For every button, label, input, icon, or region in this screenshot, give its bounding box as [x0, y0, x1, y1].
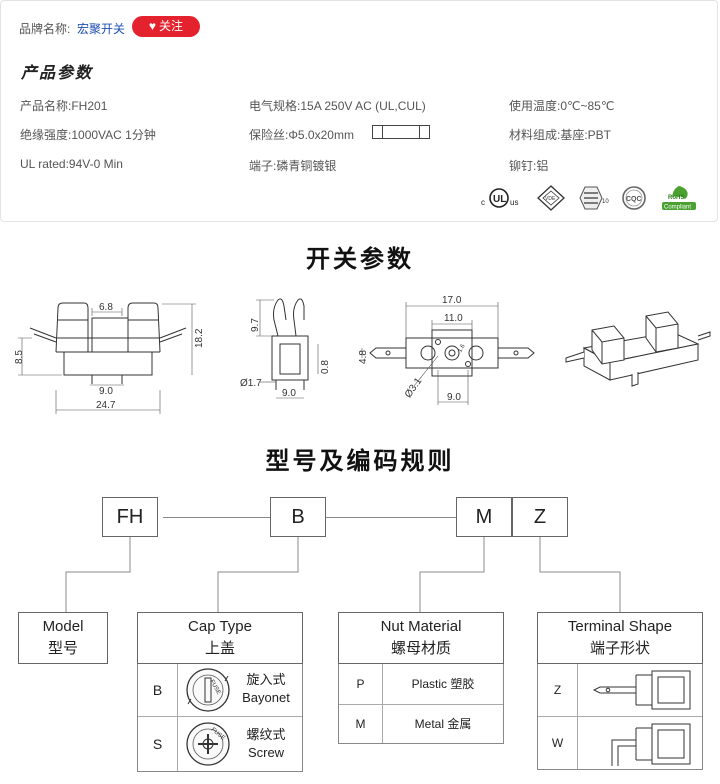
category-model-zh: 型号: [47, 640, 78, 657]
params-title: 产品参数: [21, 63, 94, 82]
svg-text:9.0: 9.0: [99, 386, 113, 397]
nut-option-label: Metal 金属: [414, 717, 472, 731]
terminal-options-table: Z W: [537, 664, 703, 770]
brand-name-link[interactable]: 宏聚开关: [77, 22, 126, 36]
svg-text:0.8: 0.8: [320, 360, 331, 374]
side-view-drawing: 9.7 0.8 Ø1.7 9.0: [240, 298, 331, 399]
svg-text:10: 10: [602, 199, 609, 205]
svg-text:24.7: 24.7: [96, 400, 116, 411]
ul-cert-icon: c UL us: [481, 188, 518, 208]
terminal-option-code: Z: [538, 664, 578, 716]
top-view-drawing: 17.0 11.0 4.8 Ø3.1 9.0 1.6: [358, 295, 535, 405]
brand-label: 品牌名称:: [19, 22, 71, 36]
category-model-en: Model: [42, 618, 84, 635]
param-electrical-rating: 电气规格:15A 250V AC (UL,CUL): [249, 99, 426, 113]
straight-terminal-icon: [592, 670, 691, 710]
nut-option-label: Plastic 塑胶: [411, 677, 475, 691]
connector-line: [326, 517, 458, 518]
svg-text:UL: UL: [493, 194, 506, 205]
product-parameters-card: 品牌名称: 宏聚开关 ♥关注 产品参数 产品名称:FH201 电气规格:15A …: [0, 0, 718, 222]
code-box-series: FH: [102, 497, 158, 537]
svg-text:Ø1.7: Ø1.7: [240, 378, 262, 389]
nut-option-code: M: [339, 705, 383, 743]
svg-text:us: us: [510, 198, 518, 207]
category-cap-type: Cap Type 上盖: [137, 612, 303, 664]
param-material: 材料组成:基座:PBT: [509, 128, 612, 142]
tuv-cert-icon: 10: [579, 186, 609, 210]
switch-params-title: 开关参数: [306, 245, 414, 273]
svg-text:9.7: 9.7: [250, 318, 261, 332]
svg-text:Ø3.1: Ø3.1: [403, 376, 425, 400]
nut-option-row: M Metal 金属: [339, 704, 503, 743]
param-product-name: 产品名称:FH201: [20, 99, 108, 113]
isometric-view-drawing: [565, 311, 711, 387]
param-terminal: 端子:磷青铜镀银: [249, 159, 337, 173]
connector-line: [163, 517, 271, 518]
nut-option-row: P Plastic 塑胶: [339, 664, 503, 704]
screw-cap-icon: FUSE: [186, 722, 230, 766]
bent-terminal-icon: [611, 723, 691, 766]
heart-icon: ♥: [148, 19, 157, 33]
nut-option-code: P: [339, 664, 383, 704]
terminal-option-code: W: [538, 717, 578, 769]
category-model: Model 型号: [18, 612, 108, 664]
category-nut-zh: 螺母材质: [390, 640, 451, 657]
svg-text:11.0: 11.0: [444, 313, 463, 324]
svg-text:9.0: 9.0: [282, 388, 296, 399]
svg-text:c: c: [481, 198, 485, 207]
svg-text:6.8: 6.8: [99, 302, 113, 313]
cap-option-code: S: [138, 717, 178, 771]
param-rivet: 铆钉:铝: [509, 159, 549, 173]
svg-text:9.0: 9.0: [447, 392, 461, 403]
rohs-cert-icon: RoHS Compliant: [662, 186, 696, 211]
cqc-cert-icon: CQC: [622, 186, 646, 210]
svg-text:18.2: 18.2: [194, 328, 202, 348]
svg-text:1.6: 1.6: [457, 343, 467, 354]
category-cap-en: Cap Type: [188, 618, 252, 635]
nut-options-table: P Plastic 塑胶 M Metal 金属: [338, 664, 504, 744]
fuse-icon: [372, 125, 430, 139]
front-view-drawing: 6.8 8.5 18.2 9.0 24.7: [14, 302, 202, 414]
cap-option-code: B: [138, 664, 178, 716]
follow-label: 关注: [159, 19, 184, 33]
svg-text:8.5: 8.5: [14, 350, 25, 364]
category-nut-en: Nut Material: [380, 618, 462, 635]
bayonet-cap-icon: FUSE: [186, 668, 230, 712]
param-temperature: 使用温度:0℃~85℃: [509, 99, 615, 113]
svg-text:Compliant: Compliant: [664, 205, 691, 211]
category-nut-material: Nut Material 螺母材质: [338, 612, 504, 664]
param-insulation: 绝缘强度:1000VAC 1分钟: [20, 128, 156, 142]
follow-button[interactable]: ♥关注: [132, 16, 200, 37]
code-box-terminal: Z: [512, 497, 568, 537]
category-cap-zh: 上盖: [204, 640, 235, 657]
category-terminal-en: Terminal Shape: [567, 618, 673, 635]
param-fuse: 保险丝:Φ5.0x20mm: [249, 128, 354, 142]
terminal-option-row: W: [538, 716, 702, 769]
svg-text:CQC: CQC: [626, 196, 642, 203]
param-ul-rated: UL rated:94V-0 Min: [20, 157, 123, 171]
vde-cert-icon: VDE: [537, 185, 565, 211]
terminal-option-row: Z: [538, 664, 702, 716]
category-terminal-shape: Terminal Shape 端子形状: [537, 612, 703, 664]
svg-text:VDE: VDE: [545, 196, 556, 202]
tree-connectors: [65, 537, 621, 612]
svg-text:17.0: 17.0: [442, 295, 462, 306]
svg-text:RoHS: RoHS: [668, 195, 684, 201]
code-box-nut: M: [456, 497, 512, 537]
code-box-cap: B: [270, 497, 326, 537]
svg-text:4.8: 4.8: [358, 350, 369, 364]
coding-rules-title: 型号及编码规则: [265, 447, 455, 475]
category-terminal-zh: 端子形状: [589, 640, 650, 657]
